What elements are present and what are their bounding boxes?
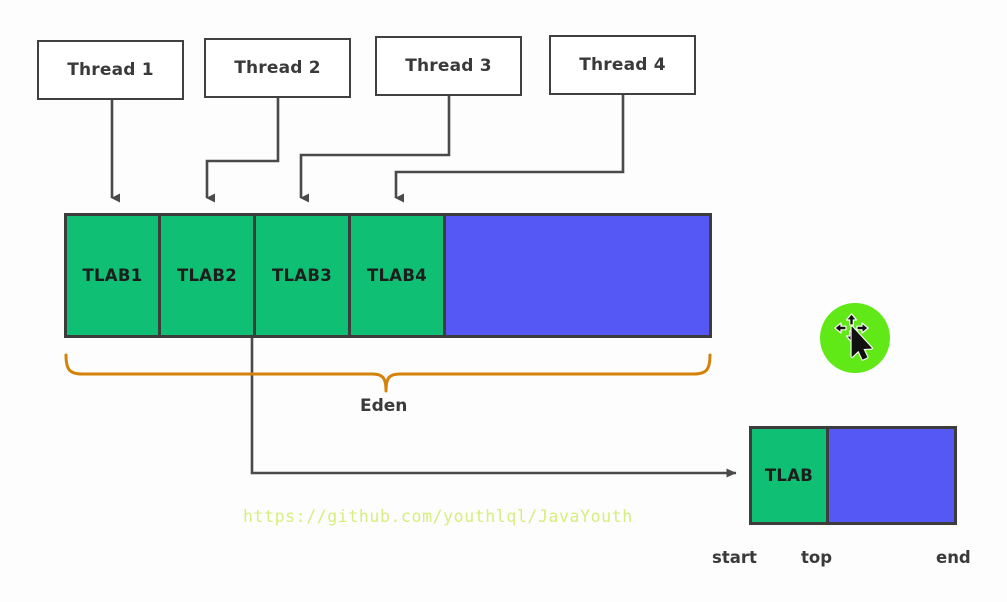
- thread-label-1: Thread 1: [67, 60, 154, 80]
- eden-cell-label-2: TLAB2: [176, 266, 238, 285]
- thread-box-4[interactable]: Thread 4: [549, 35, 696, 95]
- tlab-marker-top: top: [801, 548, 833, 567]
- tlab-detail-used-region[interactable]: TLAB: [752, 429, 829, 522]
- tlab-marker-end: end: [936, 548, 971, 567]
- eden-brace-label-row: Eden: [0, 396, 1007, 416]
- thread-box-1[interactable]: Thread 1: [37, 40, 184, 100]
- thread-label-3: Thread 3: [405, 56, 492, 76]
- thread-label-2: Thread 2: [234, 58, 321, 78]
- eden-brace-label: Eden: [360, 396, 408, 416]
- tlab-detail-free-region: [829, 429, 954, 522]
- eden-cell-label-1: TLAB1: [82, 266, 143, 285]
- thread-box-2[interactable]: Thread 2: [204, 38, 351, 98]
- move-cursor-icon: [834, 313, 873, 361]
- eden-memory-bar: TLAB1 TLAB2 TLAB3 TLAB4: [64, 213, 712, 338]
- wire-thread4-to-tlab4: [394, 95, 625, 203]
- eden-brace: [64, 353, 712, 393]
- tlab-marker-start: start: [712, 548, 757, 567]
- eden-free-space: [446, 216, 709, 335]
- tlab-detail-box: TLAB: [749, 426, 957, 525]
- eden-cell-tlab2[interactable]: TLAB2: [161, 216, 256, 335]
- eden-cell-tlab3[interactable]: TLAB3: [256, 216, 351, 335]
- thread-label-4: Thread 4: [579, 55, 666, 75]
- eden-cell-label-4: TLAB4: [366, 266, 428, 285]
- tlab-detail-used-label: TLAB: [764, 466, 814, 485]
- eden-cell-label-3: TLAB3: [271, 266, 333, 285]
- thread-box-3[interactable]: Thread 3: [375, 36, 522, 96]
- wire-thread2-to-tlab2: [205, 98, 280, 203]
- wire-thread3-to-tlab3: [299, 96, 451, 203]
- eden-cell-tlab4[interactable]: TLAB4: [351, 216, 446, 335]
- eden-cell-tlab1[interactable]: TLAB1: [67, 216, 161, 335]
- watermark-url: https://github.com/youthlql/JavaYouth: [243, 507, 633, 526]
